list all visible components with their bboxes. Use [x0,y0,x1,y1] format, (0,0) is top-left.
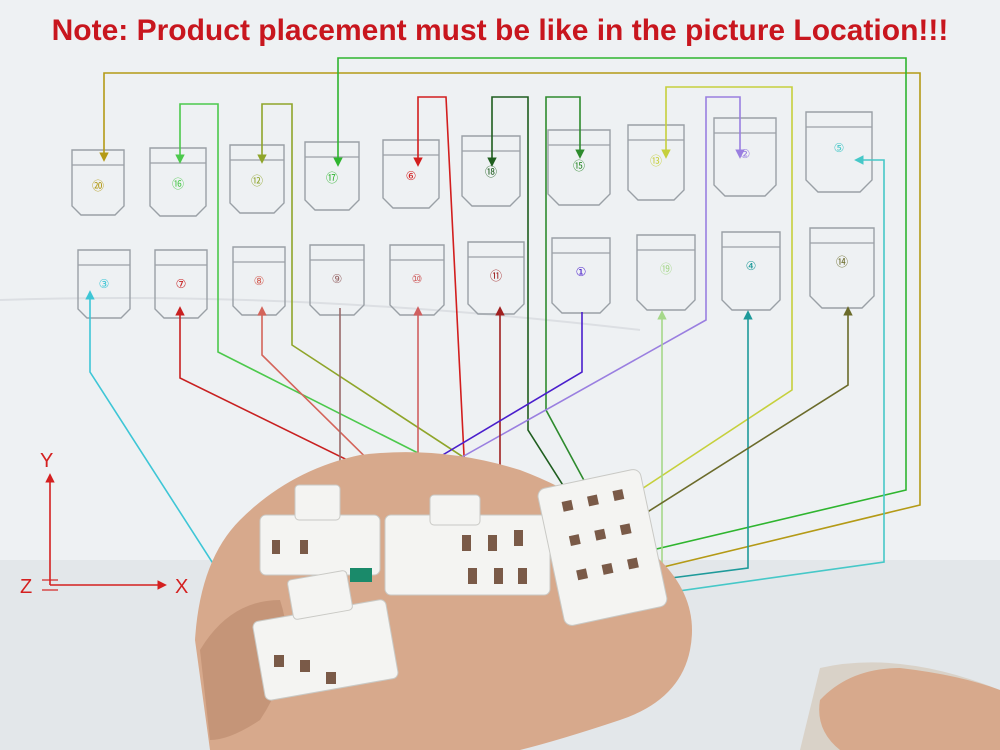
connector-6pin-center [384,494,551,596]
connector-3pin-left [259,484,381,576]
slot-bottom-10: ⑭ [809,227,875,309]
slot-top-3: ⑫ [229,144,285,214]
slot-bottom-10-label: ⑭ [836,255,848,269]
slot-bottom-6: ⑪ [467,241,525,315]
slot-top-10: ⑤ [805,111,873,193]
slot-top-9: ② [713,117,777,197]
slot-top-4: ⑰ [304,141,360,211]
wire-14 [637,306,853,519]
wire-13 [624,86,793,501]
slot-top-4-label: ⑰ [326,171,338,185]
wire-02 [299,96,745,549]
thumb [819,668,1000,750]
slot-top-5-label: ⑥ [406,169,417,183]
wire-12 [257,103,591,541]
connector-3pin-bottom [252,568,399,701]
wire-17 [333,57,907,561]
slot-top-8: ⑬ [627,124,685,201]
axis-indicator: Y X Z [20,450,188,598]
slot-top-9-label: ② [740,147,751,161]
wire-05 [614,155,885,601]
slot-bottom-5: ⑩ [389,244,445,316]
slot-top-7: ⑮ [547,129,611,206]
slot-bottom-9-label: ④ [746,259,757,273]
slot-bottom-2: ⑦ [154,249,208,319]
slot-bottom-5-label: ⑩ [412,272,423,286]
slot-bottom-1: ③ [77,249,131,319]
wire-04 [639,310,753,583]
wire-16 [175,103,611,551]
placement-note: Note: Product placement must be like in … [51,14,949,47]
wire-18 [487,96,586,521]
slot-top-8-label: ⑬ [650,154,662,168]
slot-top-6: ⑱ [461,135,521,207]
axis-y-label: Y [40,450,53,472]
slot-bottom-1-label: ③ [99,277,110,291]
wire-06 [413,96,471,576]
slot-top-6-label: ⑱ [485,165,497,179]
axis-z-label: Z [20,576,32,598]
slot-top-10-label: ⑤ [834,141,845,155]
slot-bottom-4: ⑨ [309,244,365,316]
slot-top-5: ⑥ [382,139,440,209]
slot-bottom-3: ⑧ [232,246,286,316]
slot-top-2-label: ⑯ [172,177,184,191]
slot-top-7-label: ⑮ [573,159,585,173]
connector-9pin-right [537,469,668,626]
slot-bottom-6-label: ⑪ [490,269,502,283]
slot-bottom-7: ① [551,237,611,314]
slot-bottom-7-label: ① [576,265,587,279]
slot-bottom-8-label: ⑲ [660,262,672,276]
wire-15 [545,96,601,511]
slot-bottom-9: ④ [721,231,781,311]
slot-bottom-4-label: ⑨ [332,272,343,286]
wire-20 [99,72,921,576]
slot-bottom-8: ⑲ [636,234,696,311]
slot-top-3-label: ⑫ [251,174,263,188]
slot-bottom-3-label: ⑧ [254,274,265,288]
axis-x-label: X [175,576,188,598]
slot-top-1-label: ⑳ [92,179,104,193]
slot-bottom-2-label: ⑦ [176,277,187,291]
slot-top-1: ⑳ [71,149,125,216]
